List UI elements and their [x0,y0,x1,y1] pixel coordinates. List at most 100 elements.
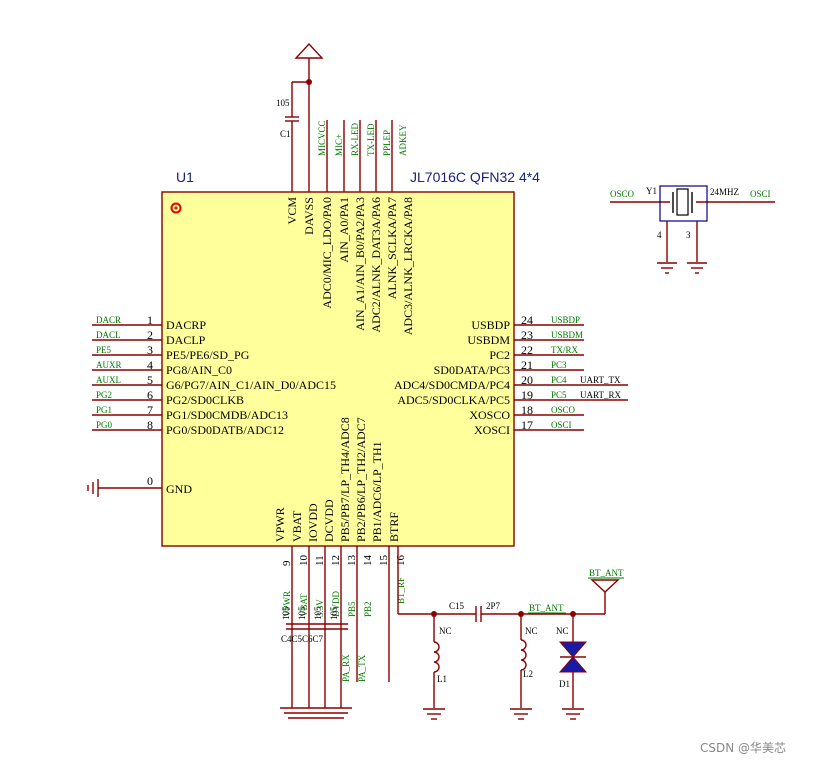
right-pin-number: 17 [521,418,533,432]
right-pin-net: USBDP [551,315,580,325]
left-pin-net: DACR [96,315,121,325]
left-pin-net: PE5 [96,345,112,355]
left-pin-number: 1 [147,313,153,327]
left-pin-net: AUXR [96,360,122,370]
bottom-pin-name: IOVDD [306,503,320,542]
crystal-ground-symbols [657,262,707,274]
top-pin-name: ADC2/ALNK_DAT3A/PA6 [369,197,383,333]
bottom-cap-value: 105 [281,606,291,620]
left-pin-number: 8 [147,418,153,432]
bottom-pin-leads [291,546,390,708]
top-pin-leads [326,120,393,192]
right-pin-net: PC3 [551,360,567,370]
bt-ant-net: BT_ANT [529,603,564,613]
left-pin-name: G6/PG7/AIN_C1/AIN_D0/ADC15 [166,378,336,392]
bottom-pin-name: VPWR [273,507,287,542]
watermark: CSDN @华美芯 [700,741,786,755]
right-pin-name: USBDM [467,333,510,347]
c15-ref: C15 [449,601,465,611]
top-pin-name: AIN_A1/AIN_B0/PA2/PA3 [353,197,367,331]
power-arrow-symbol [294,42,324,59]
bottom-pin-net: VBAT [299,593,309,617]
bottom-caps-refs: C4C5C6C7 [281,634,324,644]
top-pin-net: TX-LED [366,123,376,156]
bottom-pin-number: 14 [362,555,374,567]
crystal-right-net: OSCI [750,189,771,199]
bottom-pin-name: PB5/PB7/LP_TH4/ADC8 [338,417,352,542]
bottom-pin-net: VPWR [282,591,292,617]
bottom-pin-number: 16 [395,555,407,567]
d1-ref: D1 [559,679,570,689]
top-pin-name: DAVSS [302,197,316,235]
bottom-pin-number: 13 [346,555,358,567]
pa-tx-net: PA_TX [357,654,367,682]
left-pin-name: PG2/SD0CLKB [166,393,244,407]
top-pin-net: MIC+ [334,134,344,156]
bottom-pin-name: VBAT [290,510,304,542]
top-pin-net: ADKEY [398,124,408,156]
l1-ref: L1 [437,674,447,684]
c1-ref: C1 [280,129,291,139]
bottom-pin-number: 15 [378,555,390,567]
top-pin-name: VCM [285,197,299,225]
junction-dot [306,79,312,85]
left-pin-net: AUXL [96,375,121,385]
bottom-pin-net: PB5 [347,601,357,617]
left-pin-name: PG1/SD0CMDB/ADC13 [166,408,288,422]
bottom-cap-value: 105 [329,606,339,620]
c15-value: 2P7 [486,601,501,611]
left-pin-number: 5 [147,373,153,387]
top-pin-name: ADC0/MIC_LDO/PA0 [320,197,334,309]
chip-ref: U1 [176,169,194,185]
l1-value: NC [439,626,452,636]
gnd-pin: 0 GND [87,474,192,497]
bottom-pin-number: 9 [281,560,293,566]
l2-ref: L2 [523,669,533,679]
right-pin-name: ADC5/SD0CLKA/PC5 [397,393,510,407]
left-pin-number: 2 [147,328,153,342]
left-pin-name: PG0/SD0DATB/ADC12 [166,423,284,437]
pa-rx-net: PA_RX [341,654,351,682]
rf-section: C15 2P7 BT_ANT NC L1 NC L2 NC D1 BT_ANT [397,546,624,720]
gnd-pin-name: GND [166,482,192,496]
right-pin-number: 18 [521,403,533,417]
bottom-cap-value: 105 [313,606,323,620]
right-pin-number: 22 [521,343,533,357]
left-pin-number: 3 [147,343,153,357]
left-pin-number: 4 [147,358,153,372]
right-pin-number: 20 [521,373,533,387]
top-pin-net: MICVCC [317,120,327,156]
left-pin-name: PE5/PE6/SD_PG [166,348,250,362]
left-pin-name: DACRP [166,318,206,332]
antenna-label: BT_ANT [589,568,624,578]
crystal-pin-right: 3 [686,230,691,240]
crystal-y1: OSCO Y1 24MHZ OSCI 4 3 [610,185,775,274]
left-pin-net: PG0 [96,420,113,430]
top-power-section: 105 C1 [276,42,324,192]
d1-lower [558,656,588,673]
d1-value: NC [556,626,569,636]
bottom-pin-name: BTRF [387,512,401,542]
bottom-pin-names: VPWRVPWRVBATVBATIOVDD3.3VDCVDDDVDDPB5/PB… [273,417,406,617]
right-pin-name: SD0DATA/PC3 [434,363,510,377]
right-pin-net: PC4 [551,375,567,385]
right-pin-extra-net: UART_TX [580,375,621,385]
top-pin-name: ALNK_SCLKA/PA7 [385,197,399,299]
chip-body [161,191,515,547]
right-pin-extra-net: UART_RX [580,390,621,400]
left-pin-name: DACLP [166,333,206,347]
antenna-symbol [590,579,620,593]
right-pin-net: PC5 [551,390,567,400]
top-pin-name: AIN_A0/PA1 [337,197,351,263]
right-pin-name: XOSCI [474,423,510,437]
right-pin-number: 19 [521,388,533,402]
right-pin-net: USBDM [551,330,583,340]
l2-value: NC [525,626,538,636]
left-pin-name: PG8/AIN_C0 [166,363,232,377]
top-pin-name: ADC3/ALNK_LRCKA/PA8 [401,197,415,335]
right-pin-name: USBDP [471,318,510,332]
right-pin-number: 23 [521,328,533,342]
